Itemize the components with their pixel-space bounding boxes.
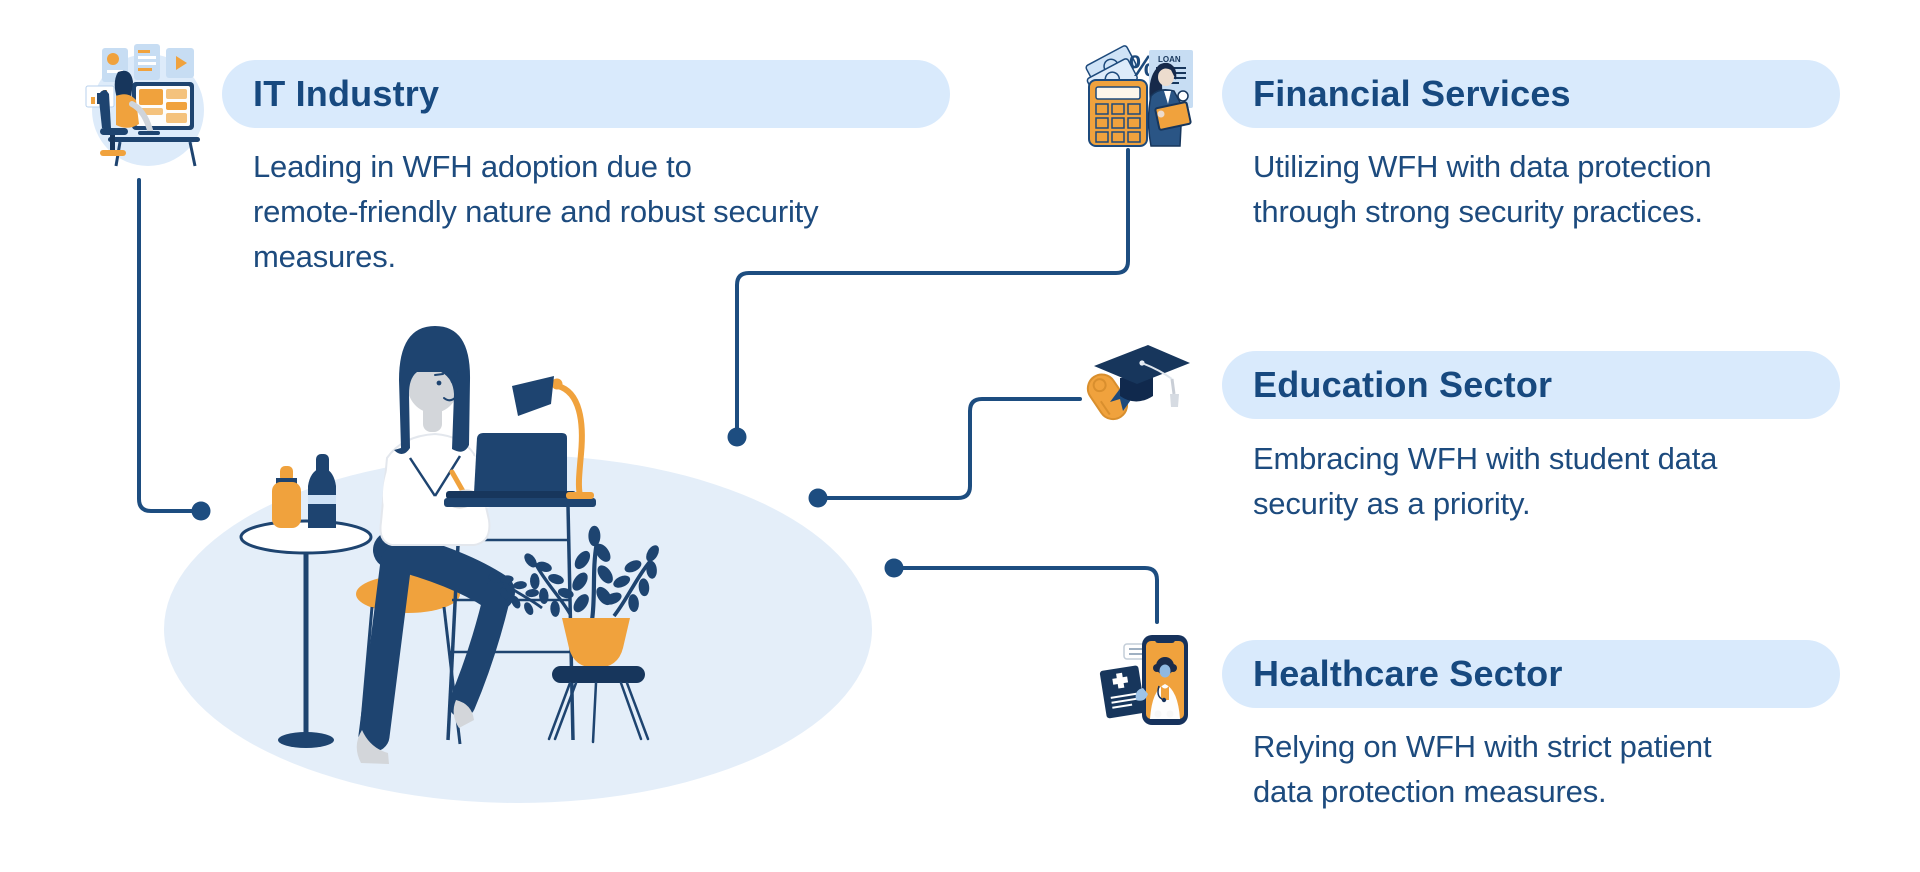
body-line: Relying on WFH with strict patient (1253, 729, 1712, 764)
body-line: through strong security practices. (1253, 194, 1703, 229)
it-workstation-icon (72, 42, 212, 172)
section-body-financial: Utilizing WFH with data protection throu… (1253, 144, 1712, 234)
section-pill-financial: Financial Services (1222, 60, 1840, 128)
desk-top (444, 498, 596, 507)
section-title-financial: Financial Services (1253, 73, 1571, 114)
section-body-education: Embracing WFH with student data security… (1253, 436, 1717, 526)
section-pill-education: Education Sector (1222, 351, 1840, 419)
section-title-education: Education Sector (1253, 364, 1553, 405)
desk-lamp (512, 376, 594, 499)
connector-line-healthcare (901, 566, 1159, 624)
body-line: data protection measures. (1253, 774, 1607, 809)
body-line: Embracing WFH with student data (1253, 441, 1718, 476)
loan-document-label: LOAN (1158, 55, 1181, 64)
woman-figure (356, 326, 515, 764)
bottle-navy (308, 454, 336, 528)
section-title-it: IT Industry (253, 73, 440, 114)
plant-stool (547, 666, 650, 744)
graduation-cap-icon (1080, 336, 1195, 431)
section-body-it: Leading in WFH adoption due to remote-fr… (253, 144, 819, 279)
finance-calculator-icon: % LOAN (1085, 40, 1197, 155)
section-pill-healthcare: Healthcare Sector (1222, 640, 1840, 708)
telemedicine-phone-icon (1098, 630, 1208, 730)
body-line: Leading in WFH adoption due to (253, 149, 692, 184)
laptop (446, 433, 576, 499)
body-line: remote-friendly nature and robust securi… (253, 194, 819, 229)
body-line: Utilizing WFH with data protection (1253, 149, 1712, 184)
section-title-healthcare: Healthcare Sector (1253, 653, 1563, 694)
water-bottle-orange (272, 466, 301, 528)
section-pill-it: IT Industry (222, 60, 950, 128)
side-table (239, 519, 373, 748)
backdrop-ellipse (164, 455, 872, 803)
body-line: measures. (253, 239, 396, 274)
body-line: security as a priority. (1253, 486, 1531, 521)
woman-working-from-home-illustration (140, 262, 900, 822)
potted-plant (479, 526, 675, 668)
section-body-healthcare: Relying on WFH with strict patient data … (1253, 724, 1712, 814)
